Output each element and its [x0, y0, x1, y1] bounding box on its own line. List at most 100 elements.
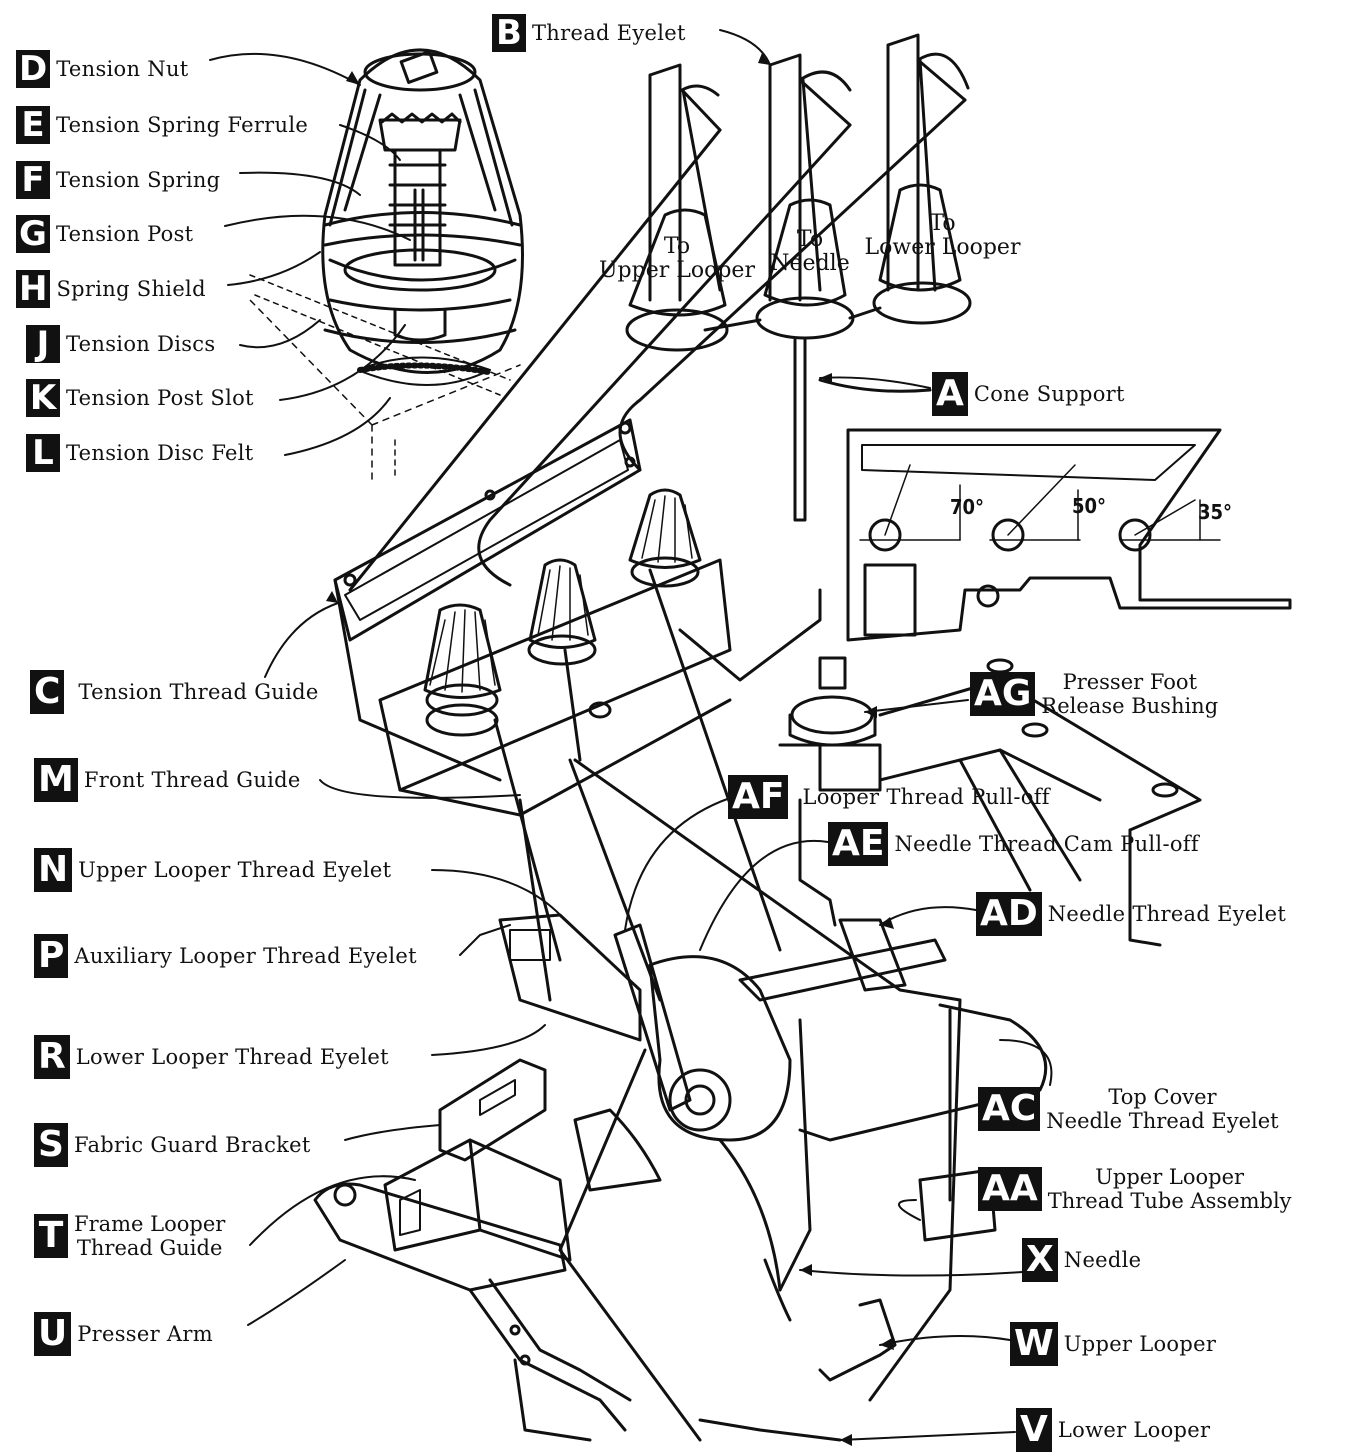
label-V: V Lower Looper: [1016, 1408, 1210, 1452]
badge-AF: AF: [728, 775, 789, 819]
left-leaders: [247, 602, 566, 1326]
badge-S: S: [34, 1123, 68, 1167]
looper-mechanism: [498, 913, 1048, 1442]
label-A: A Cone Support: [932, 372, 1125, 416]
presser-foot-release-bushing-label: Presser Foot Release Bushing: [1041, 670, 1218, 718]
badge-L: L: [26, 434, 60, 472]
cone-lower-to: To: [929, 211, 956, 236]
tension-thread-guide-label: Tension Thread Guide: [78, 680, 319, 704]
presser-foot-line2: Release Bushing: [1041, 694, 1219, 718]
cone-upper-looper: To Upper Looper: [592, 235, 762, 283]
front-thread-guide-label: Front Thread Guide: [83, 768, 301, 792]
label-AF: AF Looper Thread Pull-off: [728, 775, 1050, 819]
badge-AA: AA: [978, 1167, 1042, 1211]
auxiliary-looper-thread-eyelet-label: Auxiliary Looper Thread Eyelet: [74, 944, 417, 968]
badge-AG: AG: [970, 672, 1036, 716]
label-E: E Tension Spring Ferrule: [16, 106, 308, 144]
angle-35: 35°: [1198, 500, 1233, 524]
cone-upper-to: To: [663, 234, 691, 259]
cone-stand: [625, 33, 972, 522]
label-T: T Frame Looper Thread Guide: [34, 1212, 225, 1260]
presser-foot-line1: Presser Foot: [1062, 670, 1198, 694]
fabric-guard-bracket-label: Fabric Guard Bracket: [74, 1133, 311, 1157]
label-B: B Thread Eyelet: [492, 14, 686, 52]
label-F: F Tension Spring: [16, 161, 220, 199]
badge-C: C: [30, 670, 65, 714]
label-D: D Tension Nut: [16, 50, 189, 88]
top-cover-line2: Needle Thread Eyelet: [1046, 1109, 1279, 1133]
tension-assembly-inset: [249, 48, 524, 481]
frame-looper-thread-guide-label: Frame Looper Thread Guide: [74, 1212, 225, 1260]
badge-A: A: [932, 372, 968, 416]
badge-E: E: [16, 106, 50, 144]
label-AE: AE Needle Thread Cam Pull-off: [828, 822, 1199, 866]
tension-spring-ferrule-label: Tension Spring Ferrule: [56, 113, 309, 137]
badge-W: W: [1010, 1322, 1058, 1366]
upper-looper-thread-eyelet-label: Upper Looper Thread Eyelet: [78, 858, 392, 882]
tension-post-label: Tension Post: [56, 222, 194, 246]
upper-looper-thread-tube-assembly-label: Upper Looper Thread Tube Assembly: [1048, 1165, 1292, 1213]
label-K: K Tension Post Slot: [26, 379, 254, 417]
tension-spring-label: Tension Spring: [56, 168, 221, 192]
lower-looper-label: Lower Looper: [1057, 1418, 1211, 1442]
label-C: C Tension Thread Guide: [30, 670, 319, 714]
cone-upper-name: Upper Looper: [599, 258, 755, 283]
badge-F: F: [16, 161, 50, 199]
cone-lower-name: Lower Looper: [864, 235, 1021, 260]
badge-N: N: [34, 848, 73, 892]
presser-arm-label: Presser Arm: [77, 1322, 213, 1346]
tension-nut-label: Tension Nut: [56, 57, 189, 81]
badge-G: G: [16, 215, 50, 253]
label-X: X Needle: [1022, 1238, 1141, 1282]
inset-leaders: [209, 52, 411, 456]
upper-looper-tube-line2: Thread Tube Assembly: [1047, 1189, 1292, 1213]
label-S: S Fabric Guard Bracket: [34, 1123, 311, 1167]
badge-D: D: [16, 50, 51, 88]
badge-P: P: [34, 934, 69, 978]
tension-disc-felt-label: Tension Disc Felt: [66, 441, 254, 465]
lower-looper-thread-eyelet-label: Lower Looper Thread Eyelet: [75, 1045, 389, 1069]
label-AC: AC Top Cover Needle Thread Eyelet: [978, 1085, 1279, 1133]
badge-AD: AD: [976, 892, 1042, 936]
badge-AC: AC: [978, 1087, 1041, 1131]
badge-R: R: [34, 1035, 70, 1079]
tension-post-slot-label: Tension Post Slot: [66, 386, 254, 410]
label-L: L Tension Disc Felt: [26, 434, 254, 472]
needle-label: Needle: [1063, 1248, 1142, 1272]
label-P: P Auxiliary Looper Thread Eyelet: [34, 934, 417, 978]
badge-K: K: [26, 379, 60, 417]
cone-needle: To Needle: [765, 228, 855, 276]
arrowheads: [326, 53, 894, 1446]
badge-V: V: [1016, 1408, 1052, 1452]
spring-shield-label: Spring Shield: [56, 277, 206, 301]
cone-support-label: Cone Support: [973, 382, 1125, 406]
upper-looper-label: Upper Looper: [1063, 1332, 1217, 1356]
badge-X: X: [1022, 1238, 1058, 1282]
label-AA: AA Upper Looper Thread Tube Assembly: [978, 1165, 1292, 1213]
badge-J: J: [26, 325, 60, 363]
badge-U: U: [34, 1312, 72, 1356]
label-G: G Tension Post: [16, 215, 193, 253]
badge-B: B: [492, 14, 526, 52]
badge-M: M: [34, 758, 78, 802]
cone-lower-looper: To Lower Looper: [855, 212, 1030, 260]
angle-70: 70°: [950, 495, 985, 519]
label-AD: AD Needle Thread Eyelet: [976, 892, 1286, 936]
tension-dials: [423, 488, 702, 737]
cone-needle-to: To: [796, 227, 824, 252]
badge-H: H: [16, 270, 51, 308]
frame-looper-line1: Frame Looper: [74, 1212, 226, 1236]
tension-discs-label: Tension Discs: [66, 332, 216, 356]
label-J: J Tension Discs: [26, 325, 215, 363]
looper-thread-pull-off-label: Looper Thread Pull-off: [802, 785, 1050, 809]
top-cover-detail: [846, 428, 1292, 642]
label-R: R Lower Looper Thread Eyelet: [34, 1035, 389, 1079]
label-H: H Spring Shield: [16, 270, 206, 308]
label-N: N Upper Looper Thread Eyelet: [34, 848, 391, 892]
needle-thread-eyelet-label: Needle Thread Eyelet: [1047, 902, 1287, 926]
top-cover-line1: Top Cover: [1108, 1085, 1217, 1109]
tension-guide-plate: [333, 418, 822, 817]
label-M: M Front Thread Guide: [34, 758, 301, 802]
label-U: U Presser Arm: [34, 1312, 213, 1356]
label-AG: AG Presser Foot Release Bushing: [970, 670, 1218, 718]
